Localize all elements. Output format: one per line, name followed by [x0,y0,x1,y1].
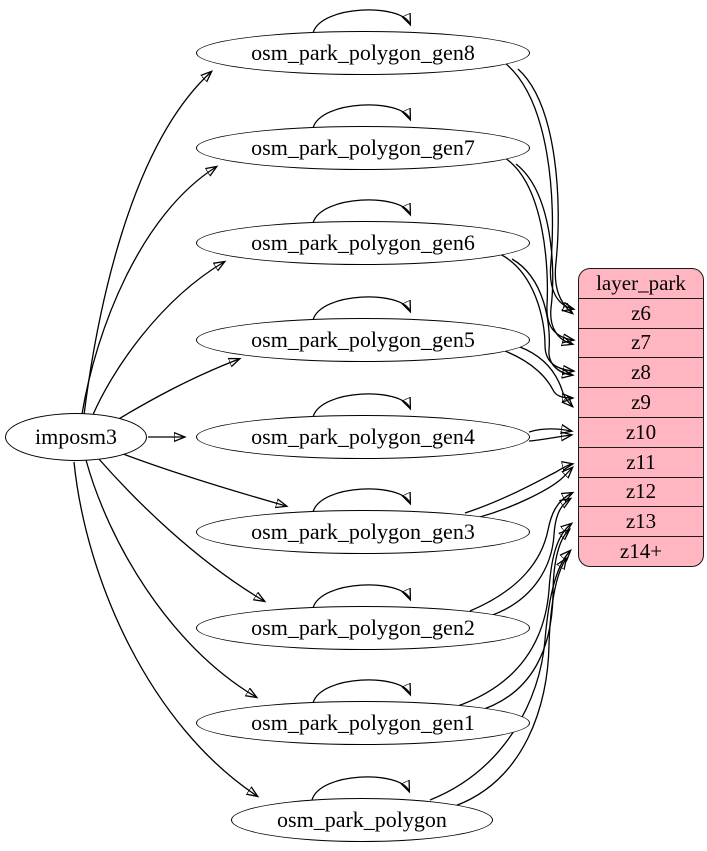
self-loop-gen8 [312,9,410,34]
table-row-z12: z12 [579,476,703,507]
table-row-z11: z11 [579,446,703,477]
edge-imposm3-gen5 [111,359,239,424]
edge-gen2-z12-a [469,493,572,612]
self-loop-gen3 [312,488,410,513]
edge-gen6-z8-a [499,253,573,371]
layer-park-header: layer_park [596,270,686,295]
table-row-z10: z10 [579,416,703,447]
edge-gen3-z11-a [464,464,572,514]
edge-gen1-z13-a [454,524,571,708]
edge-gen8-z6-a [504,62,573,309]
edge-gen4-z10-b [528,435,571,441]
node-osm-park-polygon-gen2: osm_park_polygon_gen2 [196,606,530,650]
node-osm-park-polygon-gen1: osm_park_polygon_gen1 [196,701,530,745]
node-osm-park-polygon-gen7: osm_park_polygon_gen7 [196,126,530,170]
node-osm-park-polygon-gen5: osm_park_polygon_gen5 [196,318,530,362]
edge-gen1-z13-b [474,530,569,713]
node-imposm3: imposm3 [5,413,147,461]
table-row-z8: z8 [579,357,703,387]
edge-imposm3-gen3 [117,451,286,506]
edge-gen4-z10-a [528,429,571,432]
self-loop-polygon [311,776,409,801]
edge-gen6-z8-b [511,258,572,375]
edge-polygon-z14-a [429,551,570,801]
self-loop-gen2 [312,584,410,609]
edge-imposm3-gen8 [83,72,211,416]
edge-gen3-z11-b [479,468,572,518]
node-osm-park-polygon-gen6: osm_park_polygon_gen6 [196,221,530,265]
edge-polygon-z14-b [454,559,566,807]
table-row-z13: z13 [579,506,703,536]
edge-gen2-z12-b [489,499,570,617]
edge-gen5-z9-b [519,346,572,406]
edge-imposm3-gen1 [85,459,256,697]
node-osm-park-polygon-gen4: osm_park_polygon_gen4 [196,415,530,459]
self-loop-gen4 [312,393,410,418]
self-loop-gen5 [312,296,410,321]
edge-gen8-z6-b [517,68,572,313]
node-osm-park-polygon-gen3: osm_park_polygon_gen3 [196,510,530,554]
node-osm-park-polygon-gen8: osm_park_polygon_gen8 [196,31,530,75]
self-loop-gen1 [312,679,410,704]
self-loop-gen7 [312,104,410,129]
table-row-z14: z14+ [579,536,703,566]
edge-imposm3-gen6 [91,262,224,418]
layer-park-table: layer_park z6 z7 z8 z9 z10 z11 z12 z13 z… [578,268,704,567]
edge-imposm3-gen7 [81,167,216,415]
node-osm-park-polygon: osm_park_polygon [231,798,493,842]
table-row-z9: z9 [579,387,703,417]
table-row-z7: z7 [579,327,703,358]
edge-gen7-z7-b [515,163,572,344]
self-loop-gen6 [312,199,410,224]
table-row-z6: z6 [579,297,703,328]
edge-imposm3-polygon [73,461,257,796]
edge-imposm3-gen2 [97,457,264,601]
